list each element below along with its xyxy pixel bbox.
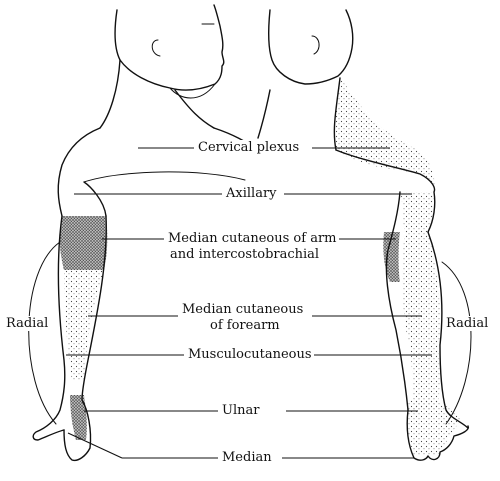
back-arm-medial: [385, 191, 409, 411]
front-head-outline: [114, 4, 225, 91]
forearm-medial-region-left: [64, 270, 104, 380]
radial-loop-left: [28, 241, 61, 425]
back-neck-right: [333, 77, 341, 151]
label-cervical-plexus: Cervical plexus: [196, 140, 302, 155]
front-shoulder-left: [57, 127, 101, 217]
back-hand: [406, 409, 469, 461]
front-chest: [83, 171, 246, 183]
label-radial-right: Radial: [444, 316, 491, 331]
back-neck-left: [257, 89, 271, 139]
front-neck-left: [99, 59, 121, 129]
front-ear: [151, 39, 161, 57]
front-chin: [169, 83, 216, 99]
back-shoulder-right: [335, 149, 436, 233]
label-median-cutaneous-arm-1: Median cutaneous of arm: [166, 231, 339, 246]
label-axillary: Axillary: [224, 186, 279, 201]
front-hand: [63, 399, 92, 462]
back-arm-lateral: [427, 231, 469, 429]
front-armpit: [83, 181, 107, 217]
back-ear: [311, 35, 320, 55]
hand-ulnar-region-left: [70, 395, 87, 440]
radial-loop-right: [441, 261, 472, 425]
label-median-cutaneous-forearm-1: Median cutaneous: [180, 302, 306, 317]
label-musculocutaneous: Musculocutaneous: [186, 347, 314, 362]
front-arm-medial: [81, 215, 107, 401]
front-arm-lateral: [32, 215, 66, 441]
back-head-outline: [267, 9, 354, 85]
median-cutaneous-arm-region-left: [59, 216, 108, 270]
label-radial-left: Radial: [4, 316, 51, 331]
front-neck-right: [174, 89, 215, 129]
radial-region-right-arm: [402, 232, 441, 340]
ulnar-region-right: [407, 398, 462, 455]
leader-median-left: [67, 432, 123, 459]
label-median-cutaneous-arm-2: and intercostobrachial: [168, 247, 322, 262]
intercostobrachial-region-right: [383, 232, 400, 282]
axillary-region-right: [400, 192, 434, 232]
label-median: Median: [220, 450, 274, 465]
radial-region-right-forearm: [410, 340, 440, 410]
cervical-plexus-region: [334, 78, 435, 188]
label-ulnar: Ulnar: [220, 403, 262, 418]
label-median-cutaneous-forearm-2: of forearm: [208, 318, 282, 333]
